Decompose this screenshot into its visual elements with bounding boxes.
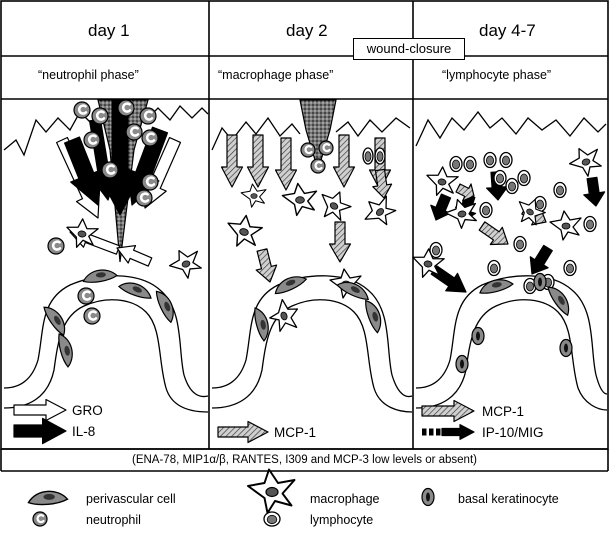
- lymphocyte-cell: [464, 157, 476, 172]
- key-mcp1-day2: MCP-1: [274, 426, 316, 440]
- perivascular-cell: [478, 277, 513, 294]
- neutrophil-cell: [301, 143, 315, 157]
- lymphocyte-cell: [484, 153, 496, 168]
- ip10-key-arrow: [422, 425, 474, 440]
- legend-keratinocyte-label: basal keratinocyte: [458, 493, 559, 506]
- gro-arrow: [117, 246, 152, 267]
- lymphocyte-cell: [518, 171, 530, 186]
- macrophage-cell: [550, 211, 581, 240]
- legend-lymphocyte-label: lymphocyte: [310, 514, 373, 527]
- neutrophil-cell: [102, 162, 118, 178]
- neutrophil-cell: [136, 190, 152, 206]
- mcp1-arrow: [479, 222, 508, 245]
- ip10-arrow: [530, 245, 552, 274]
- papilla-outer-1: [4, 276, 208, 397]
- wound-closure-label: wound-closure: [353, 38, 465, 60]
- lymphocyte-cell: [450, 157, 462, 172]
- mcp1-arrow: [248, 135, 269, 187]
- perivascular-cell: [43, 302, 70, 337]
- neutrophil-cell: [142, 174, 158, 190]
- basal-keratinocyte-cell: [472, 328, 484, 345]
- key-il8: IL-8: [72, 425, 95, 439]
- key-gro: GRO: [72, 404, 103, 418]
- mcp1-arrow: [330, 222, 351, 262]
- key-ip10-mig: IP-10/MIG: [482, 426, 544, 440]
- lymphocyte-cell: [554, 183, 566, 198]
- neutrophil-cell: [84, 132, 100, 148]
- lymphocyte-cell: [500, 153, 512, 168]
- phase-label-3: “lymphocyte phase”: [442, 69, 551, 82]
- perivascular-cell: [83, 269, 118, 283]
- lymphocyte-cell: [264, 512, 280, 526]
- basal-keratinocyte-cell: [560, 340, 572, 357]
- neutrophil-cell: [311, 159, 325, 173]
- papilla-inner-2: [212, 300, 412, 412]
- mcp1-key-arrow: [422, 401, 474, 422]
- chemokine-note: (ENA-78, MIP1α/β, RANTES, I309 and MCP-3…: [0, 455, 609, 467]
- lymphocyte-cell: [363, 148, 373, 164]
- lymphocyte-cell: [375, 148, 385, 164]
- papilla-outer-2: [212, 276, 412, 397]
- neutrophil-cell: [126, 124, 142, 140]
- macrophage-cell: [358, 191, 400, 233]
- basal-keratinocyte-cell: [456, 356, 468, 373]
- lymphocyte-cell: [506, 179, 518, 194]
- perivascular-cell: [118, 278, 154, 303]
- lymphocyte-cell: [514, 237, 526, 252]
- basal-keratinocyte-cell: [534, 274, 546, 291]
- neutrophil-cell: [92, 108, 108, 124]
- neutrophil-cell: [74, 102, 90, 118]
- lymphocyte-cell: [564, 261, 576, 276]
- mcp1-arrow: [222, 135, 243, 187]
- lymphocyte-cell: [488, 261, 500, 276]
- day-label-1: day 1: [88, 22, 130, 39]
- key-mcp1-day4: MCP-1: [482, 405, 524, 419]
- ip10-arrow: [431, 194, 451, 220]
- papilla-inner-1: [4, 300, 208, 412]
- neutrophil-cell: [48, 238, 64, 254]
- papilla-outer-3: [416, 276, 607, 394]
- perivascular-cell: [364, 298, 384, 334]
- macrophage-cell: [313, 185, 354, 226]
- basal-keratinocyte-cell: [422, 489, 434, 506]
- perivascular-cell: [272, 273, 308, 295]
- papilla-inner-3: [416, 300, 607, 410]
- mcp1-arrow: [276, 138, 297, 190]
- phase-label-1: “neutrophil phase”: [38, 69, 139, 82]
- macrophage-cell: [566, 143, 605, 181]
- neutrophil-cell: [142, 130, 158, 146]
- mcp1-key-arrow: [218, 422, 268, 443]
- ip10-arrow: [584, 177, 605, 206]
- perivascular-cell: [155, 288, 177, 324]
- neutrophil-cell: [78, 288, 94, 304]
- neutrophil-cell: [319, 141, 333, 155]
- legend-perivascular-label: perivascular cell: [86, 493, 176, 506]
- perivascular-cell: [28, 491, 67, 504]
- legend-neutrophil-label: neutrophil: [86, 514, 141, 527]
- neutrophil-cell: [33, 512, 47, 526]
- mcp1-arrow: [256, 249, 276, 282]
- macrophage-cell: [248, 470, 295, 514]
- epidermis-surface-3: [416, 112, 606, 146]
- lymphocyte-cell: [584, 217, 596, 232]
- macrophage-cell: [166, 245, 205, 283]
- neutrophil-cell: [84, 308, 100, 324]
- il8-key-arrow: [14, 418, 66, 443]
- macrophage-cell: [223, 212, 264, 252]
- perivascular-cell: [57, 332, 74, 367]
- lymphocyte-cell: [494, 171, 506, 186]
- neutrophil-cell: [118, 100, 134, 116]
- neutrophil-cell: [140, 108, 156, 124]
- macrophage-cell: [241, 184, 266, 207]
- phase-label-2: “macrophage phase”: [218, 69, 333, 82]
- day-label-3: day 4-7: [479, 22, 536, 39]
- mcp1-arrow: [334, 135, 355, 187]
- day-label-2: day 2: [286, 22, 328, 39]
- legend-macrophage-label: macrophage: [310, 493, 380, 506]
- lymphocyte-cell: [480, 203, 492, 218]
- gro-key-arrow: [14, 400, 66, 421]
